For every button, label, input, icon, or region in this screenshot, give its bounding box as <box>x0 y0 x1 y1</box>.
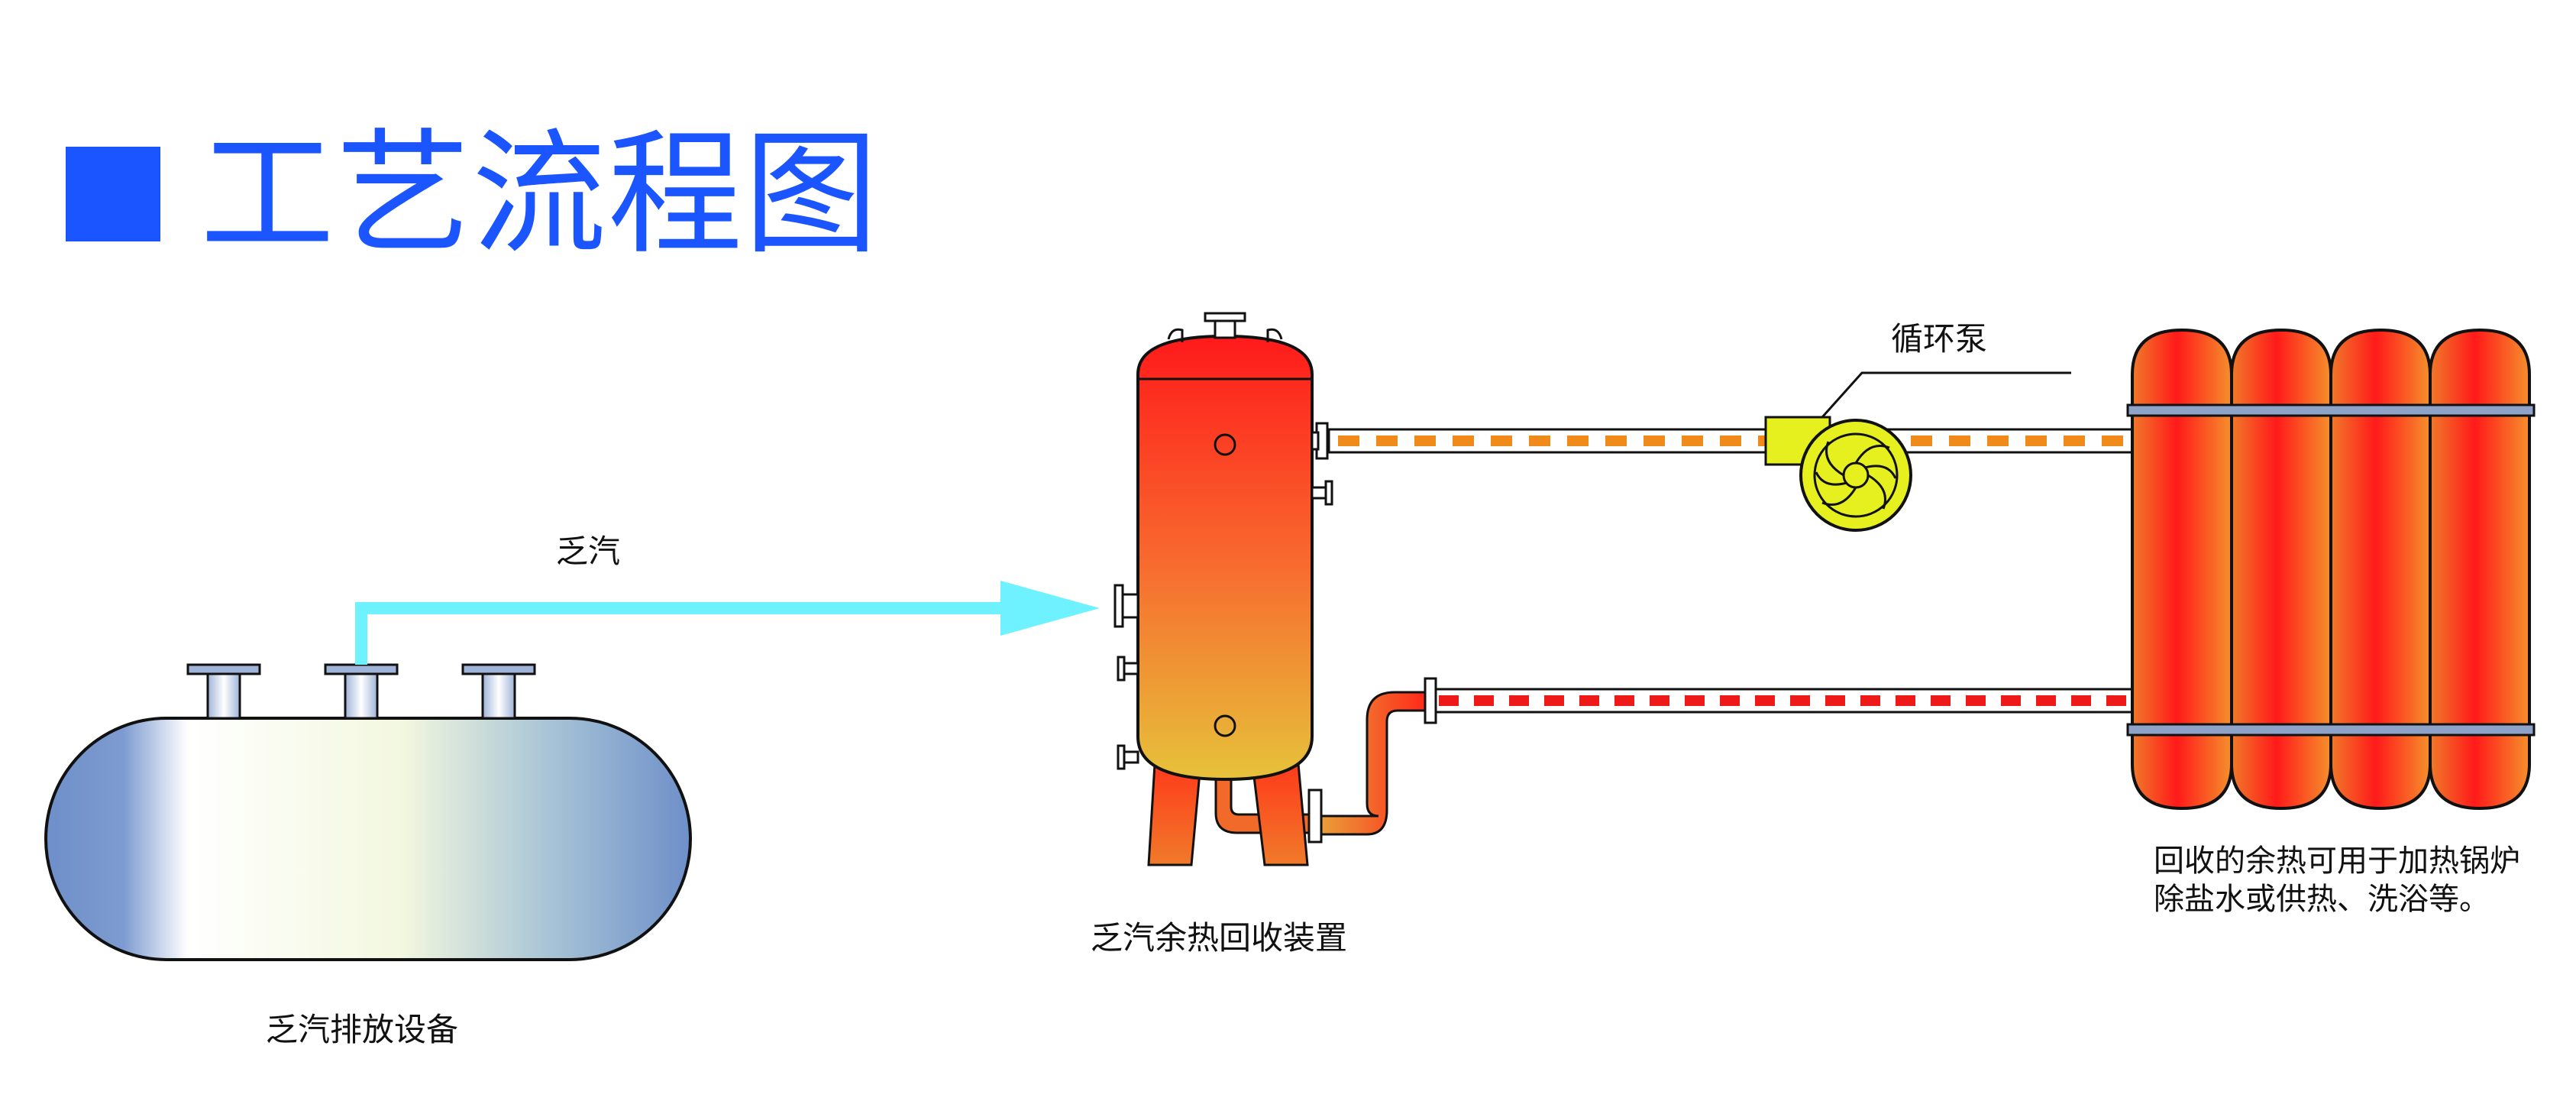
tank-nozzle <box>324 663 399 720</box>
circulation-pump <box>1764 371 2071 532</box>
recovered-heat-note-line1: 回收的余热可用于加热锅炉 <box>2154 844 2520 879</box>
exhaust-steam-label: 乏汽 <box>556 533 621 570</box>
exhaust-equipment-tank <box>44 663 692 961</box>
return-water-pipe <box>1424 677 2140 724</box>
circulation-pump-label: 循环泵 <box>1891 320 1988 358</box>
exhaust-equipment-label: 乏汽排放设备 <box>266 1011 459 1048</box>
heat-consumer-radiator <box>2126 328 2536 811</box>
radiator-column <box>2230 328 2332 811</box>
radiator-column <box>2131 328 2233 811</box>
exhaust-heat-recovery-vessel <box>1113 312 1333 866</box>
recovery-device-label: 乏汽余热回收装置 <box>1091 919 1348 957</box>
hot-water-pipe <box>1315 422 2140 460</box>
exhaust-steam-arrow <box>355 581 1100 665</box>
radiator-column <box>2429 328 2531 811</box>
tank-nozzle <box>461 663 536 720</box>
page-title: 工艺流程图 <box>200 116 881 273</box>
recovered-heat-note-line2: 除盐水或供热、洗浴等。 <box>2154 882 2490 917</box>
tank-nozzle <box>186 663 261 720</box>
title-square-icon <box>66 147 160 241</box>
radiator-column <box>2329 328 2432 811</box>
